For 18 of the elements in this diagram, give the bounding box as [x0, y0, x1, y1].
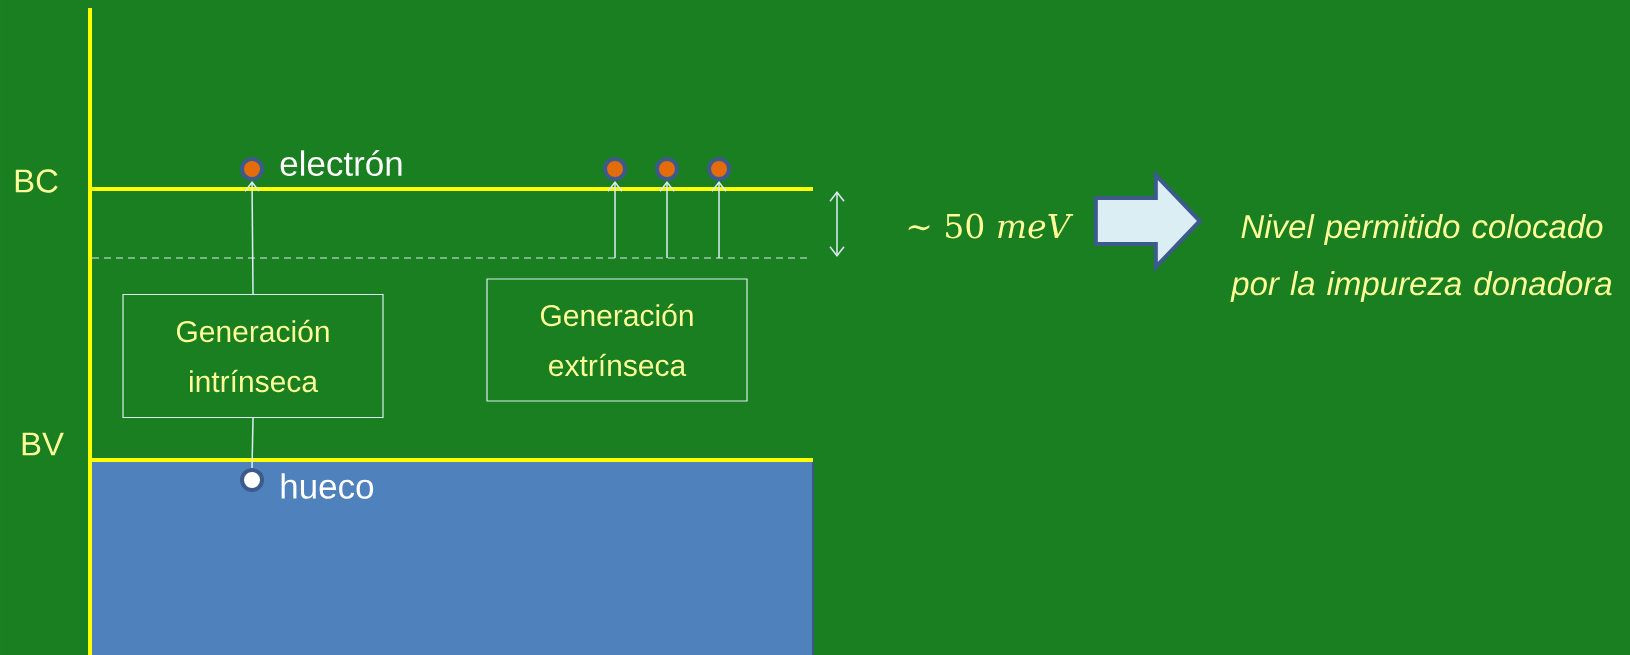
energy-label: ∼ 50 meV: [908, 213, 1074, 239]
particle-circle: [240, 157, 264, 181]
particle-circle: [603, 157, 627, 181]
particle-label: hueco: [281, 473, 374, 499]
particle-circle: [655, 157, 679, 181]
band-label: BV: [22, 432, 64, 456]
block-arrow: [1093, 170, 1203, 272]
process-box: Generación extrínseca: [486, 278, 748, 402]
note-text: Nivel permitido colocado por la impureza donadora: [1230, 214, 1612, 302]
process-box: Generación intrínseca: [122, 293, 384, 419]
arrow: [711, 181, 727, 259]
band-label: BC: [15, 169, 58, 193]
arrow: [607, 181, 623, 259]
particle-circle: [240, 468, 264, 492]
arrow: [244, 181, 260, 295]
particle-circle: [707, 157, 731, 181]
particle-label: electrón: [280, 149, 402, 177]
arrow: [659, 181, 675, 259]
